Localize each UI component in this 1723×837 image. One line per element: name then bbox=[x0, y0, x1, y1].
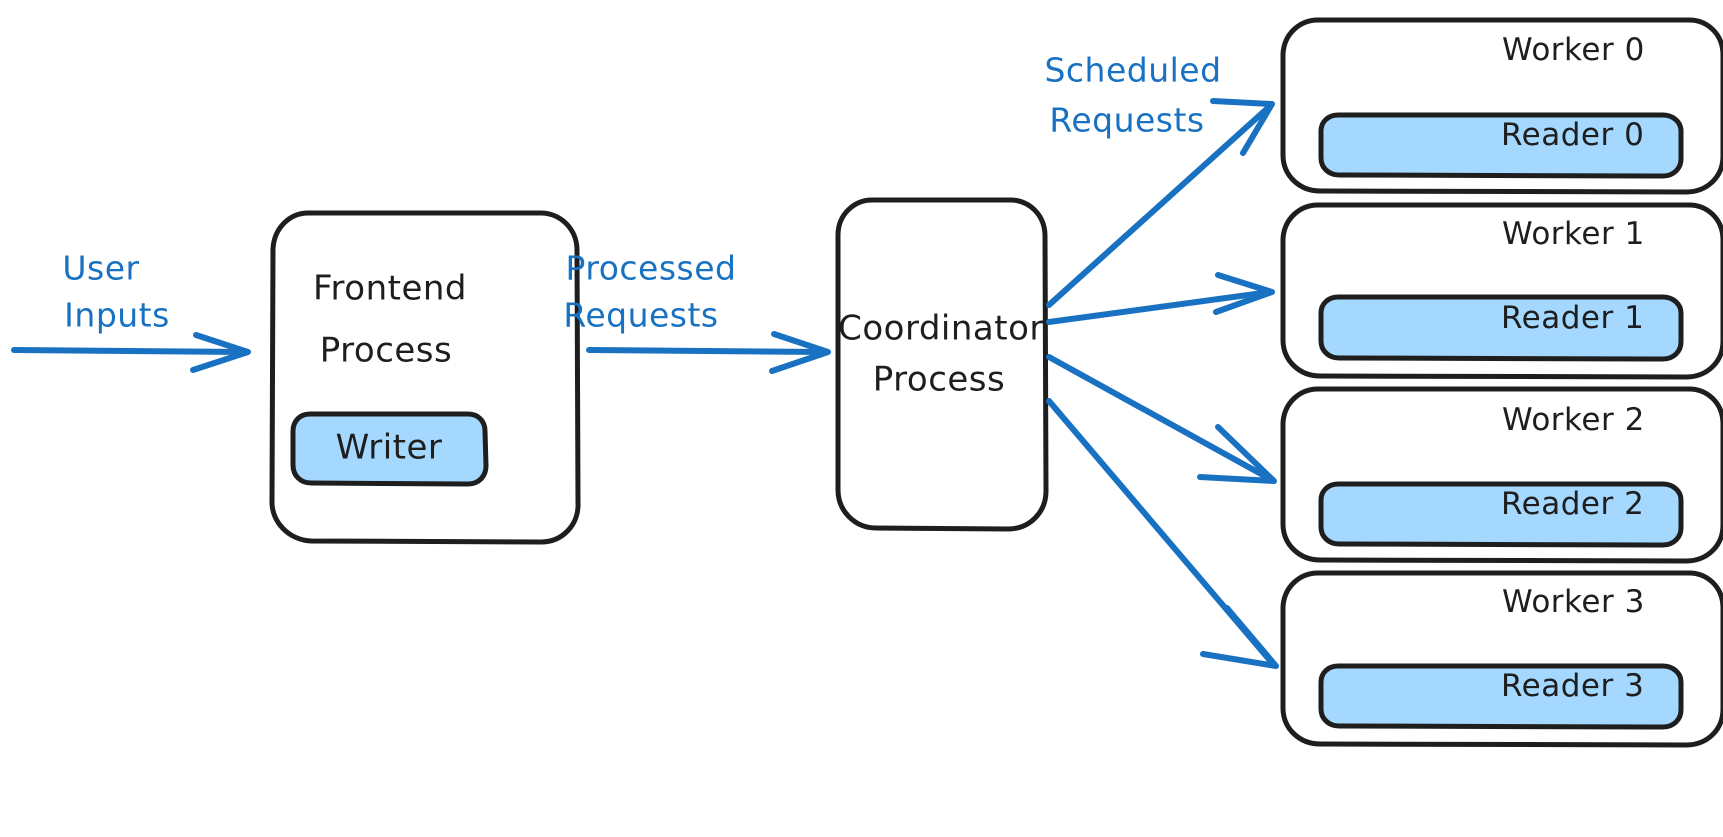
reader-3-label: Reader 3 bbox=[1501, 668, 1644, 704]
worker-0-title: Worker 0 bbox=[1502, 32, 1645, 68]
scheduled-requests-label-line1: Scheduled bbox=[1044, 51, 1221, 90]
coordinator-to-worker-1-line bbox=[1046, 289, 1273, 325]
reader-0-box bbox=[1318, 112, 1684, 179]
frontend-process-node[interactable]: Frontend Process Writer bbox=[269, 210, 581, 545]
reader-1-node[interactable]: Reader 1 bbox=[1318, 294, 1684, 362]
worker-0-node[interactable]: Worker 0 Reader 0 bbox=[1280, 17, 1723, 195]
processed-requests-label-line1: Processed bbox=[566, 249, 737, 288]
worker-2-title: Worker 2 bbox=[1502, 402, 1645, 438]
coordinator-process-box bbox=[835, 197, 1049, 532]
frontend-process-title-line1: Frontend bbox=[313, 269, 467, 309]
worker-1-title: Worker 1 bbox=[1502, 216, 1645, 252]
coordinator-to-worker-2-line bbox=[1046, 354, 1275, 483]
user-inputs-arrow-head bbox=[190, 332, 251, 373]
processed-requests-arrow-line bbox=[586, 347, 828, 355]
coordinator-to-worker-0-line bbox=[1046, 103, 1273, 308]
processed-requests-arrow-head bbox=[769, 331, 831, 374]
coordinator-to-worker-0-head bbox=[1210, 98, 1275, 156]
reader-2-label: Reader 2 bbox=[1501, 486, 1644, 522]
coordinator-to-worker-2-arrow bbox=[1046, 354, 1277, 484]
coordinator-to-worker-3-arrow bbox=[1046, 398, 1279, 669]
frontend-process-box bbox=[269, 210, 581, 545]
reader-0-node[interactable]: Reader 0 bbox=[1318, 112, 1684, 179]
worker-2-node[interactable]: Worker 2 Reader 2 bbox=[1280, 386, 1723, 564]
coordinator-process-node[interactable]: Coordinator Process bbox=[835, 197, 1049, 532]
reader-0-label: Reader 0 bbox=[1501, 117, 1644, 153]
worker-3-title: Worker 3 bbox=[1502, 584, 1645, 620]
writer-label: Writer bbox=[336, 428, 443, 468]
coordinator-to-worker-1-head bbox=[1213, 272, 1275, 315]
coordinator-to-worker-0-arrow bbox=[1046, 98, 1275, 308]
user-inputs-arrow bbox=[11, 332, 251, 373]
user-inputs-arrow-line bbox=[11, 347, 249, 355]
reader-1-label: Reader 1 bbox=[1501, 300, 1644, 336]
writer-node[interactable]: Writer bbox=[290, 411, 489, 487]
reader-3-node[interactable]: Reader 3 bbox=[1318, 663, 1684, 730]
processed-requests-label-line2: Requests bbox=[563, 296, 718, 335]
user-inputs-label-line1: User bbox=[62, 249, 139, 288]
user-inputs-label-line2: Inputs bbox=[64, 296, 170, 335]
writer-box bbox=[290, 411, 489, 487]
worker-1-node[interactable]: Worker 1 Reader 1 bbox=[1280, 202, 1723, 380]
coordinator-to-worker-1-arrow bbox=[1046, 272, 1275, 325]
processed-requests-arrow bbox=[586, 331, 831, 374]
reader-2-box bbox=[1318, 481, 1684, 548]
reader-1-box bbox=[1318, 294, 1684, 362]
coordinator-to-worker-2-head bbox=[1197, 424, 1277, 484]
coordinator-process-title-line1: Coordinator bbox=[838, 309, 1044, 349]
scheduled-requests-label-line2: Requests bbox=[1049, 101, 1204, 140]
frontend-process-title-line2: Process bbox=[320, 331, 452, 371]
worker-3-node[interactable]: Worker 3 Reader 3 bbox=[1280, 570, 1723, 748]
reader-2-node[interactable]: Reader 2 bbox=[1318, 481, 1684, 548]
coordinator-to-worker-3-head bbox=[1200, 605, 1279, 669]
reader-3-box bbox=[1318, 663, 1684, 730]
coordinator-process-title-line2: Process bbox=[873, 360, 1005, 400]
